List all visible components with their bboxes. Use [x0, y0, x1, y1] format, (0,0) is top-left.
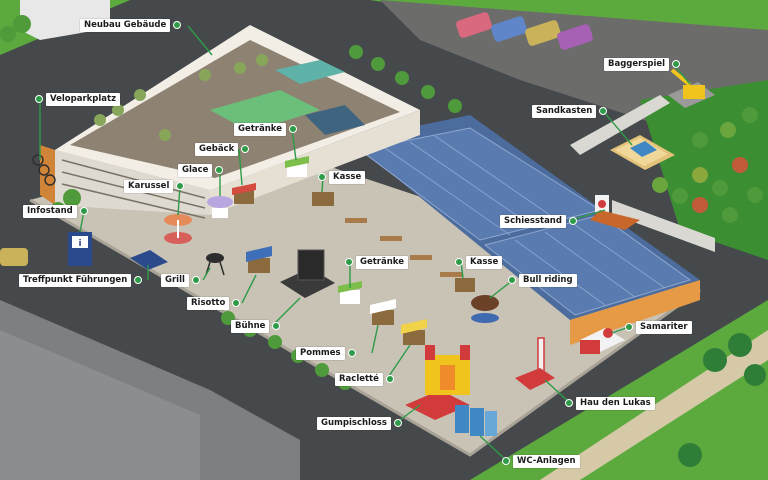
label-neubau[interactable]: Neubau Gebäude [80, 19, 182, 32]
marker-dot [625, 323, 633, 332]
marker-dot [393, 419, 402, 428]
label-glace[interactable]: Glace [178, 164, 224, 177]
marker-dot [241, 145, 250, 154]
label-pommes[interactable]: Pommes [296, 347, 356, 360]
label-wc-anlagen[interactable]: WC-Anlagen [502, 455, 580, 468]
stage [280, 249, 335, 298]
label-grill[interactable]: Grill [161, 274, 200, 287]
info-stand: i [68, 232, 92, 266]
marker-dot [215, 166, 224, 175]
label-getraenke-1[interactable]: Getränke [234, 123, 297, 136]
strength-tester [515, 337, 555, 390]
parked-cars [456, 12, 593, 50]
marker-dot [599, 107, 608, 116]
marker-dot [35, 95, 43, 104]
marker-dot [568, 217, 577, 226]
portable-toilets [455, 405, 497, 436]
label-treffpunkt[interactable]: Treffpunkt Führungen [19, 274, 143, 287]
label-karussel[interactable]: Karussel [124, 180, 185, 193]
label-hau-den-lukas[interactable]: Hau den Lukas [565, 397, 655, 410]
marker-dot [672, 60, 681, 69]
marker-dot [288, 125, 297, 134]
excavator [668, 68, 715, 108]
marker-dot [565, 399, 573, 408]
label-bull-riding[interactable]: Bull riding [508, 274, 577, 287]
concrete-walls [570, 95, 715, 252]
sandbox [610, 135, 675, 170]
marker-dot [134, 276, 143, 285]
marker-dot [318, 173, 326, 182]
marker-dot [347, 349, 356, 358]
label-sandkasten[interactable]: Sandkasten [532, 105, 608, 118]
label-kasse-2[interactable]: Kasse [455, 256, 503, 269]
label-risotto[interactable]: Risotto [187, 297, 241, 310]
carousel [164, 214, 192, 244]
marker-dot [502, 457, 510, 466]
meeting-point [130, 250, 168, 270]
leader-lines [39, 25, 691, 462]
first-aid-station [580, 328, 625, 354]
svg-text:i: i [78, 239, 81, 249]
label-schiesstand[interactable]: Schiesstand [500, 215, 577, 228]
label-kasse-1[interactable]: Kasse [318, 171, 366, 184]
mechanical-bull [471, 295, 499, 323]
label-buehne[interactable]: Bühne [231, 320, 281, 333]
marker-dot [272, 322, 281, 331]
grass-bottom-right [470, 300, 768, 480]
marker-dot [345, 258, 353, 267]
trees-right [652, 107, 766, 467]
marker-dot [508, 276, 516, 285]
label-gebaeck[interactable]: Gebäck [195, 143, 250, 156]
label-infostand[interactable]: Infostand [23, 205, 88, 218]
ice-cream-stand [207, 196, 233, 218]
marker-dot [176, 182, 185, 191]
label-baggerspiel[interactable]: Baggerspiel [604, 58, 681, 71]
marker-dot [455, 258, 463, 267]
label-samariter[interactable]: Samariter [625, 321, 692, 334]
label-raclette[interactable]: Racletté [335, 373, 394, 386]
label-gumpischloss[interactable]: Gumpischloss [317, 417, 402, 430]
marker-dot [173, 21, 182, 30]
parked-car-left [0, 248, 28, 266]
marker-dot [385, 375, 394, 384]
shooting-target [590, 195, 640, 230]
label-veloparkplatz[interactable]: Veloparkplatz [35, 93, 121, 106]
bike-racks [32, 154, 56, 186]
bouncy-castle [405, 345, 470, 420]
marker-dot [191, 276, 200, 285]
neubau-building [40, 25, 420, 219]
marker-dot [232, 299, 241, 308]
marker-dot [79, 207, 88, 216]
benches [345, 218, 462, 277]
label-getraenke-2[interactable]: Getränke [345, 256, 408, 269]
